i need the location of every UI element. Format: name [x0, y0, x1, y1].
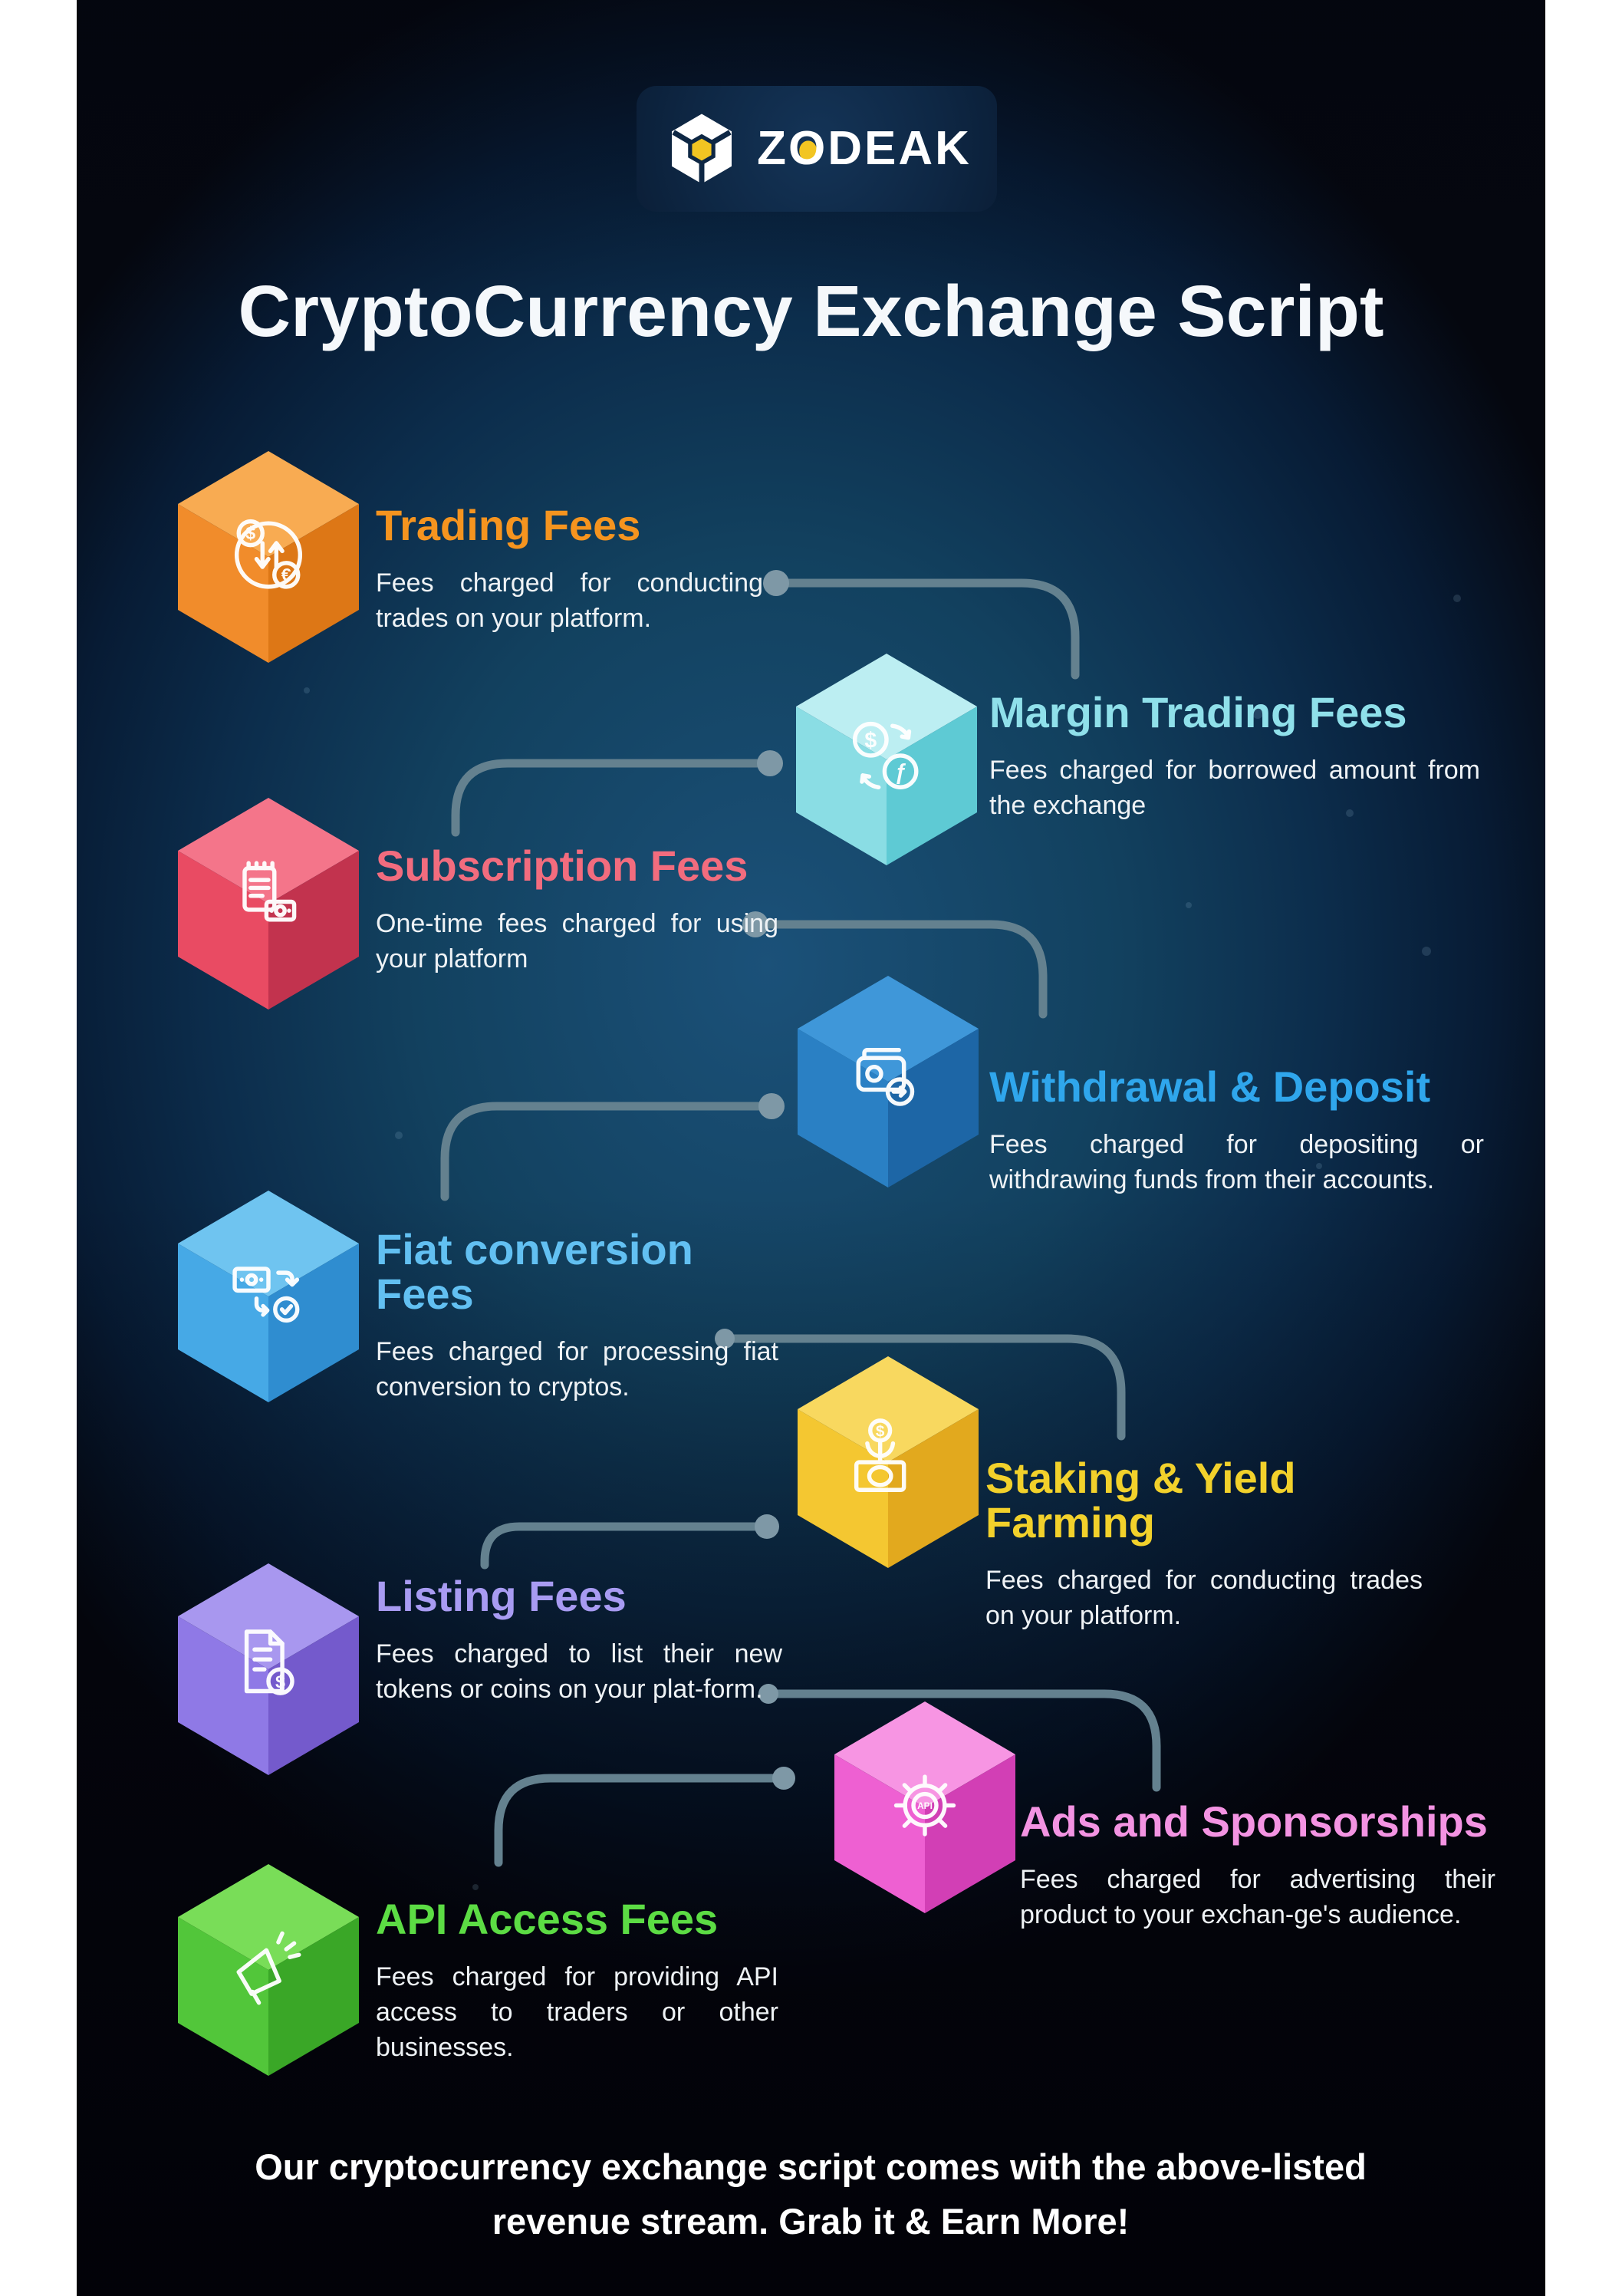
connector-lines [440, 570, 1161, 1867]
item-description: Fees charged for advertising their produ… [1020, 1865, 1495, 1929]
yellow-cube: $ [798, 1356, 979, 1568]
svg-text:ƒ: ƒ [894, 760, 906, 785]
isometric-cube [178, 451, 359, 663]
megaphone-icon [236, 1931, 301, 2005]
gear-api-icon: API [893, 1774, 956, 1836]
footer-tagline: Our cryptocurrency exchange script comes… [255, 2146, 1367, 2242]
logo-badge: ZODEAK [637, 86, 997, 212]
item-title: Withdrawal & Deposit [989, 1062, 1431, 1111]
wallet-transfer-icon [856, 1048, 915, 1106]
red-cube [178, 798, 359, 1010]
item-title: API Access Fees [376, 1895, 719, 1943]
item-description: Fees charged for borrowed amount from th… [989, 756, 1480, 820]
isometric-cube [834, 1701, 1015, 1913]
page-title: CryptoCurrency Exchange Script [238, 271, 1384, 352]
isometric-cube [798, 1356, 979, 1568]
item-description: Fees charged for providing API access to… [376, 1962, 778, 2062]
poster-background: ZODEAK CryptoCurrency Exchange Script $ … [77, 0, 1545, 2296]
item-title: Staking & Yield Farming [985, 1454, 1296, 1547]
item-description: Fees charged for depositing or withdrawi… [989, 1130, 1484, 1194]
isometric-cube [798, 976, 979, 1188]
item-title: Fiat conversion Fees [376, 1225, 693, 1318]
svg-text:€: € [281, 565, 291, 585]
svg-text:$: $ [275, 1672, 285, 1692]
svg-text:$: $ [864, 729, 877, 753]
item-title: Trading Fees [376, 501, 641, 549]
blue-cube [798, 976, 979, 1188]
item-title: Margin Trading Fees [989, 688, 1407, 736]
isometric-cube [796, 654, 977, 865]
listing-document-icon: $ [244, 1629, 294, 1695]
isometric-cube [178, 1191, 359, 1402]
green-cube [178, 1864, 359, 2076]
item-description: Fees charged for conducting trades on yo… [376, 568, 763, 633]
purple-cube: $ [178, 1563, 359, 1775]
currency-exchange-icon: $ € [234, 519, 303, 589]
item-description: One-time fees charged for using your pla… [376, 909, 778, 973]
zodeak-cube-hex-icon [672, 114, 732, 184]
connector-line [440, 570, 1161, 1867]
item-description: Fees charged for conducting trades on yo… [985, 1566, 1423, 1630]
orange-cube: $ € [178, 451, 359, 663]
pink-cube: API [834, 1701, 1015, 1913]
isometric-cube [178, 798, 359, 1010]
invoice-payment-icon [242, 861, 297, 922]
sky-blue-cube [178, 1191, 359, 1402]
item-description: Fees charged for processing fiat convers… [376, 1337, 778, 1402]
dollar-florin-exchange-icon: $ ƒ [852, 721, 919, 789]
item-title: Ads and Sponsorships [1020, 1797, 1488, 1846]
item-title: Listing Fees [376, 1572, 627, 1620]
svg-text:API: API [917, 1800, 933, 1811]
item-description: Fees charged to list their new tokens or… [376, 1639, 782, 1704]
money-plant-icon: $ [854, 1418, 906, 1492]
svg-text:$: $ [245, 523, 255, 543]
brand-text: ZODEAK [757, 122, 972, 175]
svg-text:$: $ [876, 1423, 885, 1441]
cyan-cube: $ ƒ [796, 654, 977, 865]
cash-conversion-icon [232, 1267, 300, 1323]
item-title: Subscription Fees [376, 842, 748, 890]
